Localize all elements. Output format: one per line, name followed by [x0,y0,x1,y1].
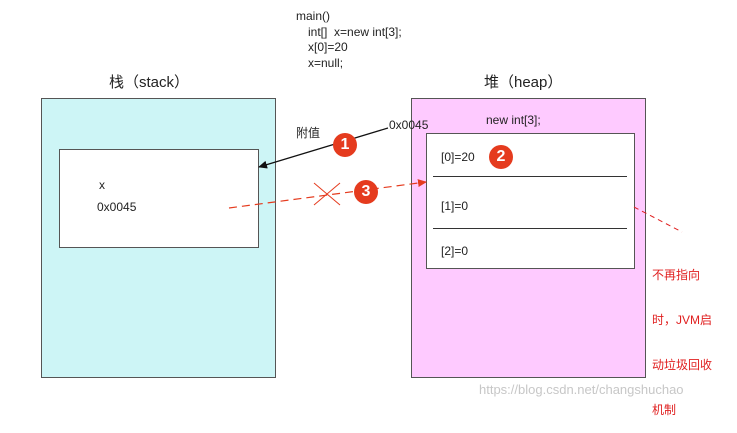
heap-cell-1: [1]=0 [441,199,469,213]
stack-var-name: x [99,178,105,192]
heap-title: 堆（heap） [484,74,563,91]
address-label: 0x0045 [389,118,429,132]
step-badge-1: 1 [333,133,357,157]
heap-cell-divider [433,176,627,177]
code-line-assign: x[0]=20 [308,40,348,54]
heap-cell-divider [433,228,627,229]
stack-title: 栈（stack） [109,74,190,91]
reference-arrow-dashed [228,179,427,209]
stack-var-value: 0x0045 [97,200,137,214]
code-line-null: x=null; [308,56,344,70]
cut-mark-icon [313,182,341,206]
arrows-layer [228,127,683,233]
watermark: https://blog.csdn.net/changshuchao [479,382,684,397]
step-badge-2: 2 [489,145,513,169]
heap-alloc-label: new int[3]; [486,113,541,127]
gc-note-line: 不再指向 [652,268,701,282]
code-line-declare: int[] x=new int[3]; [308,25,402,39]
assign-label: 附值 [296,126,321,140]
gc-note-line: 时，JVM启 [652,313,713,327]
gc-note: 不再指向 时，JVM启 动垃圾回收 机制 [652,238,712,433]
gc-note-line: 动垃圾回收 [652,358,713,372]
heap-cell-0: [0]=20 [441,150,475,164]
stack-frame [59,149,259,248]
step-badge-3: 3 [354,180,378,204]
heap-cell-2: [2]=0 [441,244,469,258]
code-line-main: main() [296,9,331,23]
heap-array [426,133,635,269]
assign-arrow [258,127,389,169]
gc-note-line: 机制 [652,403,677,417]
note-leader [633,206,683,233]
